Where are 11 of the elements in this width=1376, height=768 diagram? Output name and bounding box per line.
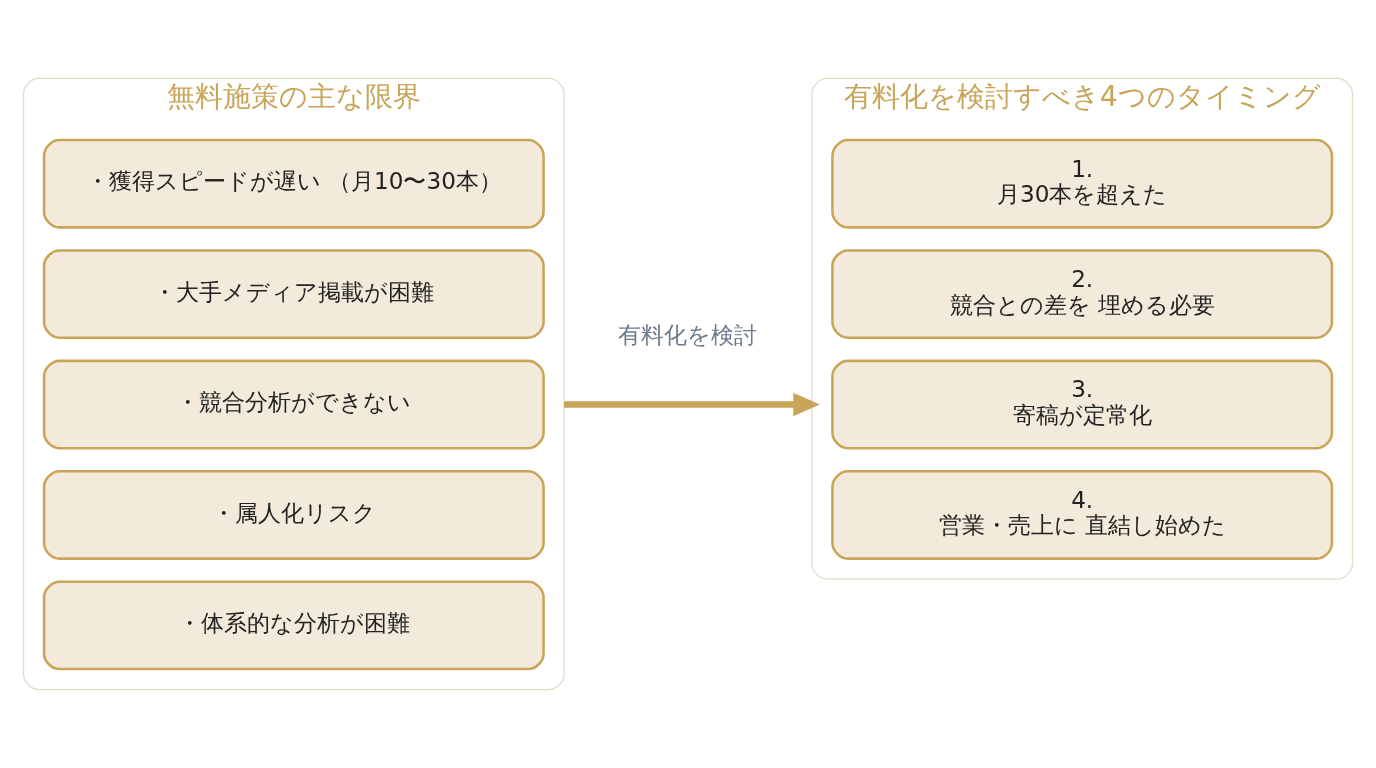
arrow [564,392,820,417]
edge-label: 有料化を検討 [618,322,758,349]
node-box: ・競合分析ができない [42,359,545,450]
node-box: ・獲得スピードが遅い （月10〜30本） [42,138,545,229]
node-box: 2. 競合との差を 埋める必要 [831,249,1334,340]
node-box: 1. 月30本を超えた [831,138,1334,229]
node-box: ・属人化リスク [42,470,545,560]
node-box: 4. 営業・売上に 直結し始めた [831,470,1334,560]
node-box: 3. 寄稿が定常化 [831,359,1334,450]
node-box: ・大手メディア掲載が困難 [42,249,545,340]
node-box: ・体系的な分析が困難 [42,580,545,671]
